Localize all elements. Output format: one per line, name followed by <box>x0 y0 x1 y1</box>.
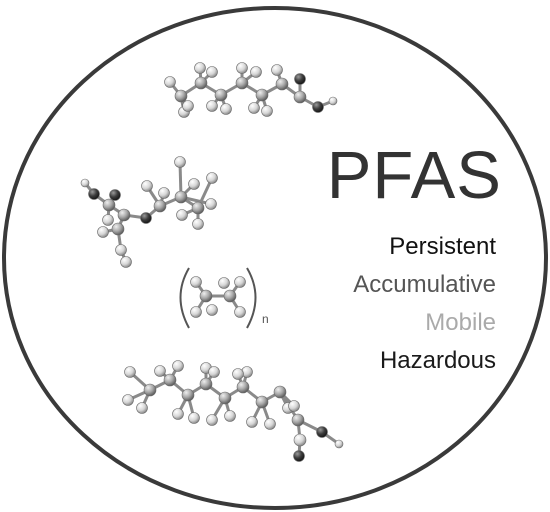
mid-atom <box>102 198 116 212</box>
bot-atom <box>143 383 157 397</box>
bot-atom <box>288 400 300 412</box>
top-atom <box>164 76 176 88</box>
ptfe-atom <box>190 306 202 318</box>
ptfe-atom <box>234 306 246 318</box>
top-atom <box>248 102 260 114</box>
mid-atom <box>153 199 167 213</box>
bot-atom <box>293 450 305 462</box>
mid-atom <box>97 226 109 238</box>
molecule-ether-branched <box>80 156 218 268</box>
top-atom <box>275 77 289 91</box>
bot-atom <box>172 408 184 420</box>
top-atom <box>293 90 307 104</box>
bot-atom <box>188 412 200 424</box>
mid-atom <box>192 218 204 230</box>
property-accumulative: Accumulative <box>353 271 496 298</box>
mid-atom <box>176 209 188 221</box>
top-atom <box>235 76 249 90</box>
bot-atom <box>232 368 244 380</box>
top-atom <box>220 103 232 115</box>
mid-atom <box>115 244 127 256</box>
ptfe-atom <box>206 304 218 316</box>
bot-atom <box>154 365 166 377</box>
mid-atom <box>191 201 205 215</box>
top-atom <box>250 66 262 78</box>
top-atom <box>328 96 338 106</box>
mid-atom <box>205 198 217 210</box>
bot-atom <box>334 439 344 449</box>
molecule-chain-top <box>164 62 338 118</box>
bot-atom <box>136 402 148 414</box>
ptfe-atom <box>223 289 237 303</box>
bot-atom <box>163 373 177 387</box>
mid-atom <box>141 180 153 192</box>
top-atom <box>206 100 218 112</box>
top-atom <box>206 66 218 78</box>
property-persistent: Persistent <box>389 233 496 260</box>
bot-atom <box>181 388 195 402</box>
bot-atom <box>255 395 269 409</box>
outer-circle <box>2 6 548 510</box>
bot-atom <box>236 380 250 394</box>
ptfe-atom <box>190 276 202 288</box>
top-atom <box>294 73 306 85</box>
top-atom <box>271 64 283 76</box>
mid-atom <box>111 222 125 236</box>
ptfe-atom <box>199 289 213 303</box>
property-hazardous: Hazardous <box>379 347 496 374</box>
mid-atom <box>188 178 200 190</box>
bot-atom <box>206 414 218 426</box>
bot-atom <box>293 433 307 447</box>
ptfe-atom <box>218 277 230 289</box>
top-atom <box>174 89 188 103</box>
top-atom <box>236 62 248 74</box>
top-atom <box>214 88 228 102</box>
mid-atom <box>174 190 188 204</box>
bot-atom <box>122 394 134 406</box>
mid-atom <box>102 214 114 226</box>
mid-atom <box>206 172 218 184</box>
mid-atom <box>174 156 186 168</box>
bot-atom <box>199 377 213 391</box>
ptfe-repeat-unit <box>179 267 257 329</box>
bot-atom <box>124 366 136 378</box>
molecule-chain-bottom <box>122 360 344 462</box>
mid-atom <box>120 256 132 268</box>
bot-atom <box>273 385 287 399</box>
repeat-subscript: n <box>262 312 269 326</box>
mid-atom <box>140 212 152 224</box>
mid-atom <box>109 189 121 201</box>
mid-atom <box>80 178 90 188</box>
bot-atom <box>291 413 305 427</box>
bot-atom <box>264 418 276 430</box>
bot-atom <box>172 360 184 372</box>
pfas-title: PFAS <box>326 138 502 213</box>
ptfe-atom <box>234 276 246 288</box>
mid-atom <box>117 208 131 222</box>
property-mobile: Mobile <box>425 309 496 336</box>
mid-atom <box>88 188 100 200</box>
bot-atom <box>208 366 220 378</box>
top-atom <box>261 105 273 117</box>
mid-atom <box>158 187 170 199</box>
top-atom <box>182 100 194 112</box>
right-bracket <box>246 267 257 329</box>
bot-atom <box>246 416 258 428</box>
top-atom <box>312 101 324 113</box>
top-atom <box>255 88 269 102</box>
bot-atom <box>316 426 328 438</box>
top-atom <box>194 62 206 74</box>
bot-atom <box>224 410 236 422</box>
bot-atom <box>218 391 232 405</box>
left-bracket <box>179 267 190 329</box>
top-atom <box>194 76 208 90</box>
